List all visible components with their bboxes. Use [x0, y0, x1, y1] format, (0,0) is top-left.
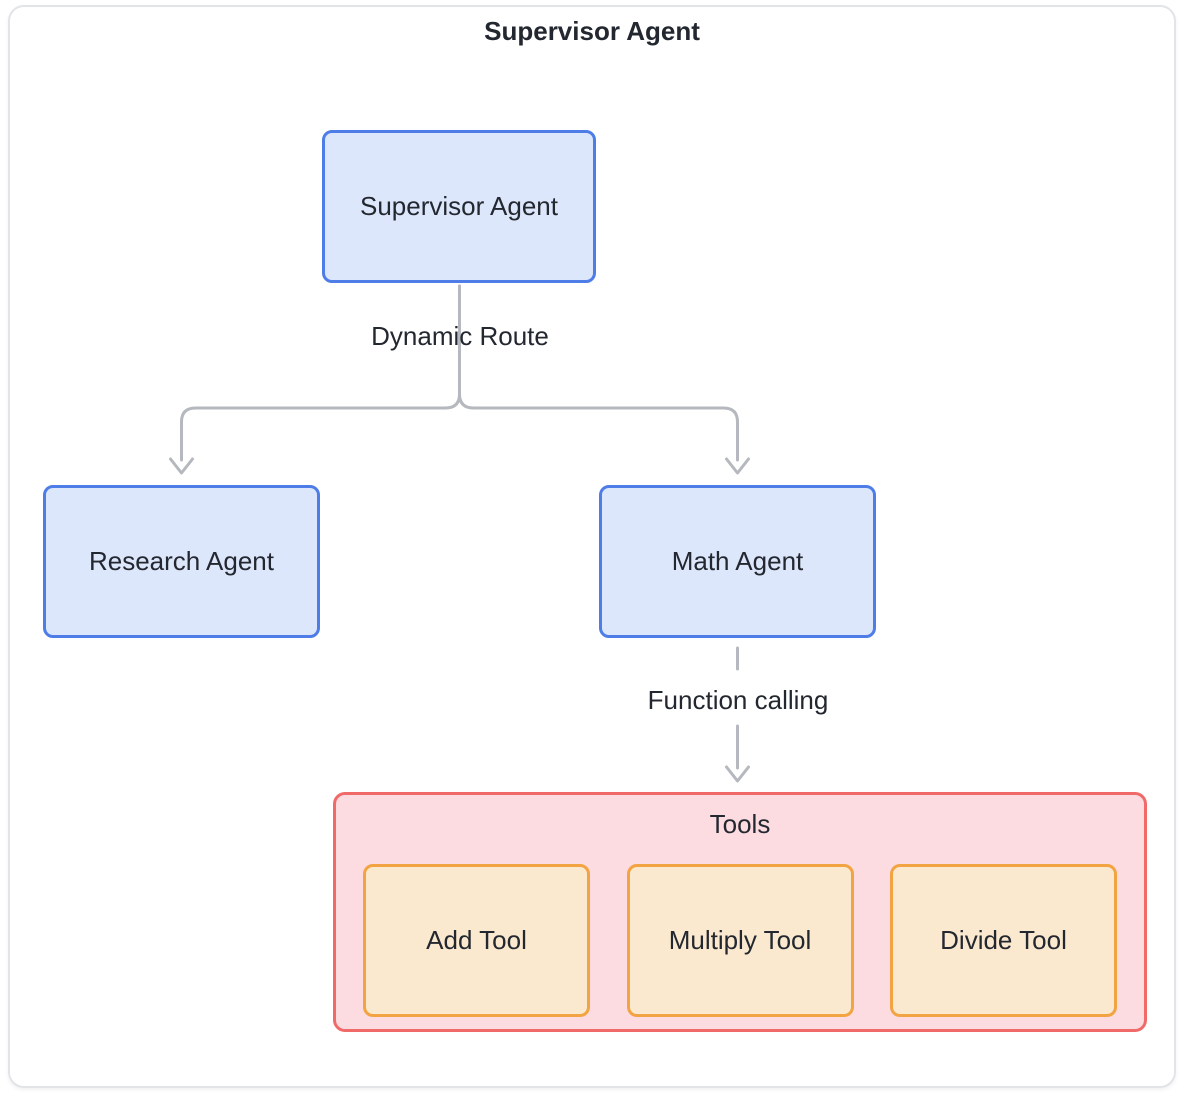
diagram-title: Supervisor Agent: [484, 16, 700, 46]
node-supervisor-agent: Supervisor Agent: [322, 130, 596, 283]
node-math-agent: Math Agent: [599, 485, 876, 638]
node-multiply-tool-label: Multiply Tool: [668, 925, 812, 955]
node-add-tool-label: Add Tool: [426, 925, 527, 955]
tools-container-label: Tools: [709, 809, 771, 839]
node-multiply-tool: Multiply Tool: [626, 864, 854, 1017]
edge-label-dynamic-route: Dynamic Route: [371, 321, 549, 351]
node-divide-tool: Divide Tool: [890, 864, 1117, 1017]
node-add-tool: Add Tool: [363, 864, 590, 1017]
tools-row: Add Tool Multiply Tool Divide Tool: [336, 864, 1144, 1017]
node-research-agent: Research Agent: [43, 485, 320, 638]
edge-label-function-calling: Function calling: [647, 685, 829, 715]
tools-container: Tools Add Tool Multiply Tool Divide Tool: [333, 792, 1147, 1032]
node-math-agent-label: Math Agent: [671, 546, 804, 576]
node-research-agent-label: Research Agent: [88, 546, 274, 576]
node-divide-tool-label: Divide Tool: [940, 925, 1067, 955]
node-supervisor-agent-label: Supervisor Agent: [359, 191, 558, 221]
